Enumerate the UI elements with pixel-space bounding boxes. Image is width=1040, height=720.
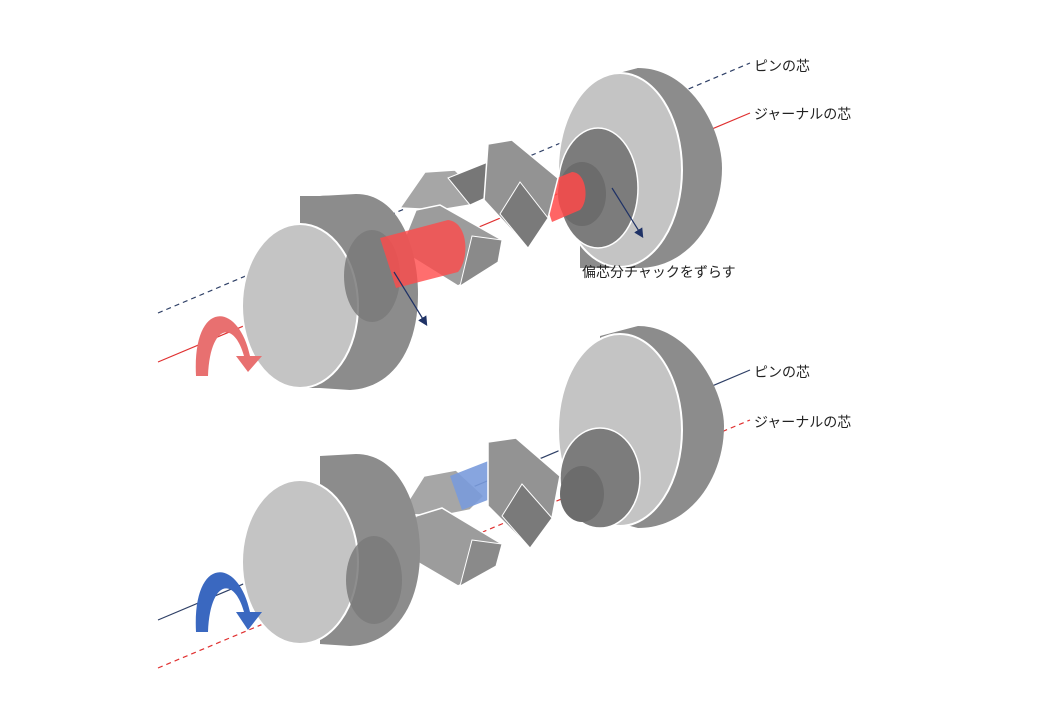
bottom-hex-connectors: [398, 437, 561, 588]
top-pin-axis-label: ピンの芯: [754, 59, 810, 75]
offset-note-label: 偏芯分チャックをずらす: [582, 265, 736, 281]
top-journal-axis-label: ジャーナルの芯: [754, 107, 852, 123]
bottom-pin-axis-label: ピンの芯: [754, 365, 810, 381]
top-left-chuck: [241, 194, 466, 390]
bottom-rotation-icon: [195, 572, 262, 632]
top-journal-highlight-left: [380, 220, 466, 288]
top-rotation-icon: [195, 316, 262, 376]
top-right-chuck: [540, 68, 722, 268]
top-offset-arrow-left: [393, 271, 428, 327]
top-assembly: [157, 62, 751, 390]
bottom-right-chuck: [557, 326, 724, 529]
bottom-left-chuck: [241, 454, 420, 646]
bottom-assembly: [157, 326, 751, 669]
top-offset-arrow-right: [611, 187, 644, 239]
bottom-journal-axis-label: ジャーナルの芯: [754, 415, 852, 431]
